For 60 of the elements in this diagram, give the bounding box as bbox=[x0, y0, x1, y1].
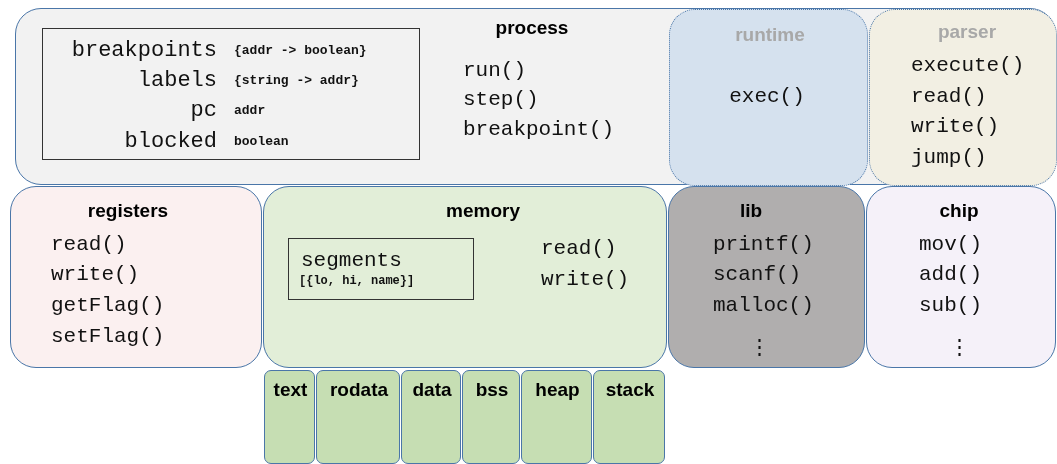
method-name: sub() bbox=[919, 295, 982, 316]
memory-panel bbox=[263, 186, 667, 368]
chip-panel bbox=[866, 186, 1056, 368]
panel-title: memory bbox=[446, 201, 520, 220]
field-name: blocked bbox=[124, 131, 217, 153]
field-name: breakpoints bbox=[71, 40, 217, 62]
registers-panel bbox=[10, 186, 262, 368]
panel-title: parser bbox=[937, 22, 997, 41]
field-type: [{lo, hi, name}] bbox=[299, 275, 415, 287]
parser-panel bbox=[869, 9, 1057, 186]
method-name: scanf() bbox=[713, 264, 802, 285]
method-name: jump() bbox=[911, 147, 987, 168]
field-type: {string -> addr} bbox=[234, 74, 359, 87]
method-name: getFlag() bbox=[51, 295, 165, 316]
field-type: addr bbox=[234, 104, 266, 117]
method-name: read() bbox=[541, 238, 617, 259]
method-name: printf() bbox=[713, 234, 814, 255]
field-table bbox=[42, 28, 420, 160]
panel-title: chip bbox=[939, 201, 979, 220]
ellipsis: ⋮ bbox=[748, 338, 770, 359]
process-panel bbox=[15, 8, 1056, 185]
segments-box bbox=[288, 238, 474, 300]
panel-title: runtime bbox=[735, 25, 805, 44]
ellipsis: ⋮ bbox=[948, 338, 970, 359]
field-name: labels bbox=[137, 70, 217, 92]
method-name: write() bbox=[911, 116, 1000, 137]
segment-label: bss bbox=[475, 380, 509, 399]
segment-box bbox=[401, 370, 461, 464]
segment-box bbox=[264, 370, 315, 464]
method-name: write() bbox=[541, 269, 630, 290]
method-name: write() bbox=[51, 264, 140, 285]
segment-label: rodata bbox=[329, 380, 389, 399]
method-name: mov() bbox=[919, 234, 982, 255]
lib-panel bbox=[668, 186, 865, 368]
segment-label: stack bbox=[605, 380, 655, 399]
segment-label: heap bbox=[535, 380, 580, 399]
runtime-panel bbox=[669, 9, 868, 186]
field-type: boolean bbox=[234, 135, 289, 148]
method-name: read() bbox=[911, 86, 987, 107]
segment-box bbox=[462, 370, 520, 464]
segment-label: text bbox=[273, 380, 308, 399]
segment-box bbox=[593, 370, 665, 464]
field-type: {addr -> boolean} bbox=[234, 44, 367, 57]
segment-box bbox=[316, 370, 400, 464]
method-name: exec() bbox=[729, 86, 805, 107]
method-name: add() bbox=[919, 264, 982, 285]
method-name: step() bbox=[463, 89, 539, 110]
method-name: run() bbox=[463, 60, 526, 81]
panel-title: registers bbox=[87, 201, 169, 220]
method-name: breakpoint() bbox=[463, 119, 615, 140]
panel-title: lib bbox=[739, 201, 763, 220]
method-name: setFlag() bbox=[51, 326, 165, 347]
method-name: read() bbox=[51, 234, 127, 255]
method-name: malloc() bbox=[713, 295, 814, 316]
panel-title: process bbox=[495, 18, 569, 37]
segment-label: data bbox=[412, 380, 452, 399]
field-name: pc bbox=[190, 100, 217, 122]
method-name: execute() bbox=[911, 55, 1025, 76]
field-name: segments bbox=[301, 250, 402, 271]
segment-box bbox=[521, 370, 592, 464]
